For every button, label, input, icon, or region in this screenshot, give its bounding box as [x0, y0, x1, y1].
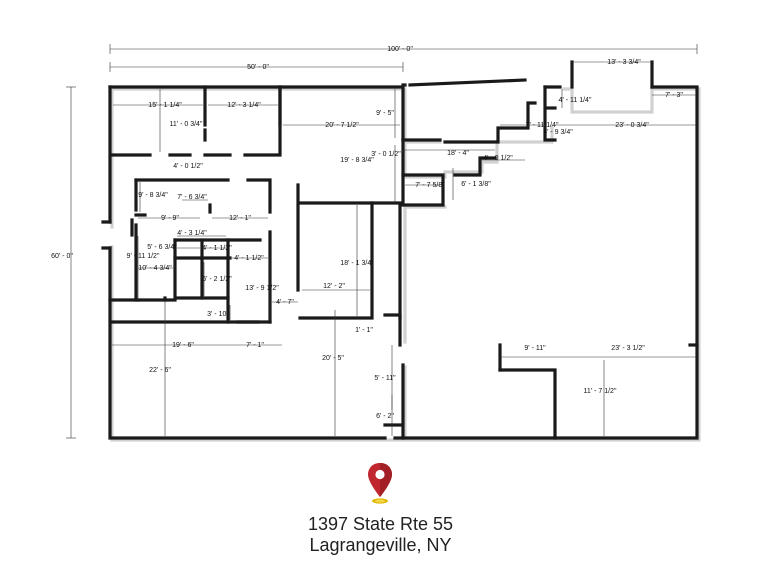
dim-mid-room-depth: 18' - 1 3/4"	[340, 260, 374, 267]
dim-mid-depth: 19' - 8 3/4"	[340, 157, 374, 164]
dim-right-lower-depth: 11' - 7 1/2"	[584, 388, 617, 395]
dim-room-a-width: 7' - 6 3/4"	[177, 194, 207, 201]
dim-left-width: 10' - 4 3/4"	[138, 265, 172, 272]
dim-lower-left-width: 19' - 6"	[172, 342, 194, 349]
dim-core-c: 4' - 1 1/2"	[234, 255, 264, 262]
dim-top-right-step: 13' - 3 3/4"	[607, 59, 641, 66]
dim-left-depth: 9' - 11 1/2"	[127, 253, 160, 260]
dim-core-width: 4' - 3 1/4"	[177, 230, 207, 237]
dim-step-a: 4' - 11 1/4"	[559, 97, 592, 104]
dim-overall-width: 100' - 0"	[387, 46, 413, 53]
dim-notch-width: 7' - 7 5/8"	[415, 182, 445, 189]
left-entry	[101, 220, 112, 250]
dim-notch-depth: 6' - 1 3/8"	[461, 181, 491, 188]
dimension-lines	[66, 44, 698, 439]
location-pin-icon	[365, 461, 395, 505]
dim-door-a: 5' - 11"	[374, 375, 396, 382]
dim-office1-depth: 11' - 0 3/4"	[170, 121, 203, 128]
dim-lower-mid-depth: 20' - 5"	[322, 355, 344, 362]
dim-door-b: 6' - 2"	[376, 413, 394, 420]
dim-room-a-depth: 9' - 8 3/4"	[138, 192, 168, 199]
dim-step-b: 7' - 11 1/4"	[526, 122, 559, 129]
dimension-labels: 100' - 0" 50' - 0" 60' - 0" 13' - 3 3/4"…	[51, 46, 683, 420]
dim-office2-width: 12' - 3 1/4"	[227, 102, 261, 109]
dim-hall-gap: 4' - 0 1/2"	[173, 163, 203, 170]
dim-overall-depth: 60' - 0"	[51, 253, 73, 260]
dim-lower-step-gap: 4' - 0 1/2"	[483, 155, 513, 162]
dim-upper-mid-width: 20' - 7 1/2"	[325, 122, 359, 129]
dim-right-lower-a: 9' - 11"	[524, 345, 546, 352]
dim-small-gap: 1' - 1"	[355, 327, 373, 334]
dim-hall-step: 4' - 7"	[276, 299, 294, 306]
dim-right-step: 7' - 3"	[665, 92, 683, 99]
dim-mid-room-width: 12' - 2"	[323, 283, 345, 290]
dim-room-b-width: 9' - 9"	[161, 215, 179, 222]
dim-right-upper-width: 23' - 0 3/4"	[615, 122, 649, 129]
dim-corridor: 3' - 0 1/2"	[371, 151, 401, 158]
dim-half-width: 50' - 0"	[247, 64, 269, 71]
dim-room-c-width: 12' - 1"	[229, 215, 251, 222]
dim-hall-depth: 13' - 9 1/2"	[245, 285, 279, 292]
dim-core-depth: 5' - 6 3/4"	[147, 244, 177, 251]
dim-lower-mid-width: 7' - 1"	[246, 342, 264, 349]
dim-core-b: 4' - 1 1/2"	[202, 245, 232, 252]
dim-upper-mid-depth: 9' - 5"	[376, 110, 394, 117]
dim-lower-left-depth: 22' - 6"	[149, 367, 171, 374]
dim-core-d: 6' - 2 1/2"	[202, 276, 232, 283]
dim-step-c: 4' - 9 3/4"	[543, 129, 573, 136]
address-city: Lagrangeville, NY	[309, 535, 452, 555]
address-street: 1397 State Rte 55	[307, 514, 454, 534]
property-address: 1397 State Rte 55 Lagrangeville, NY	[0, 514, 761, 556]
dim-office1-width: 15' - 1 1/4"	[148, 102, 182, 109]
dim-core-e: 3' - 10"	[207, 311, 229, 318]
dim-right-lower-b: 23' - 3 1/2"	[611, 345, 645, 352]
walls	[108, 60, 701, 442]
dim-lower-step-width: 18' - 4"	[447, 150, 469, 157]
